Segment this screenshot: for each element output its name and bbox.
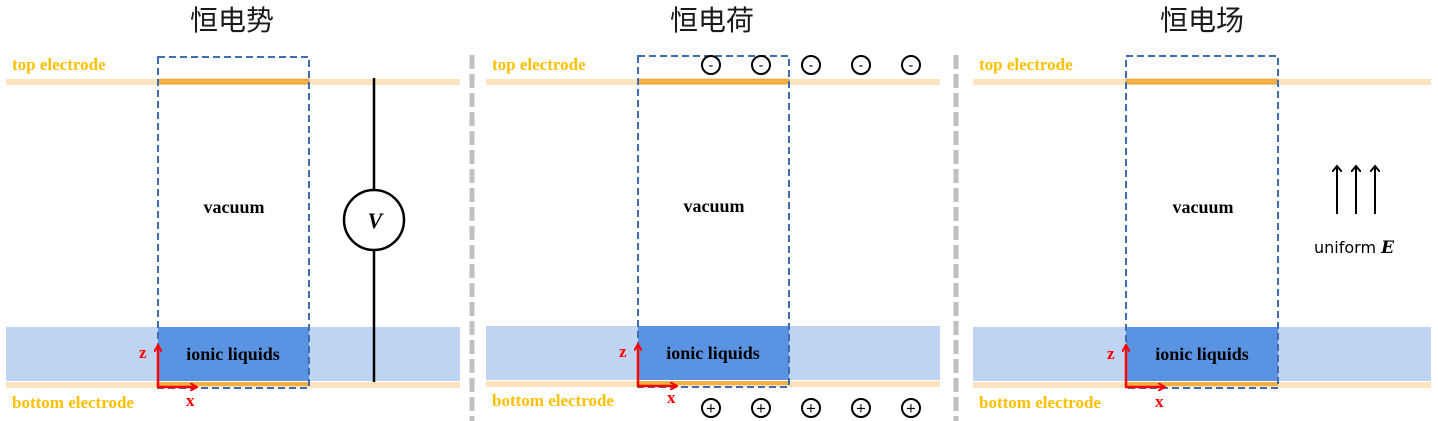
top-electrode-label: top electrode [492,55,586,74]
x-axis-label: x [1155,392,1164,411]
simulation-box [637,55,790,388]
negative-charge-icon: - [751,55,771,75]
positive-charge-icon-sign: + [906,402,917,417]
positive-charge-icon-circle [851,398,871,418]
uniform-field-label: uniform E [1314,238,1395,258]
bottom-electrode-label: bottom electrode [492,391,614,410]
ionic-liquids-label: ionic liquids [666,343,760,363]
panel-title: 恒电荷 [670,4,754,37]
z-axis-label: z [1107,344,1115,363]
positive-charge-icon: + [751,398,771,418]
bottom-electrode-strip [638,381,789,385]
voltmeter-label: V [368,208,385,233]
z-axis-label: z [619,342,627,361]
negative-charge-icon-sign: - [859,59,864,74]
vacuum-label: vacuum [203,197,264,217]
negative-charges: ----- [701,55,921,75]
positive-charge-icon: + [851,398,871,418]
x-axis-label: x [667,388,676,407]
positive-charge-icon-sign: + [706,402,717,417]
negative-charge-icon-circle [851,55,871,75]
positive-charge-icon-circle [901,398,921,418]
positive-charges: + + + + + [701,398,921,418]
simulation-box [157,56,310,389]
negative-charge-icon-circle [901,55,921,75]
negative-charge-icon-circle [801,55,821,75]
bottom-electrode-label: bottom electrode [979,393,1101,412]
negative-charge-icon-sign: - [909,59,914,74]
bottom-electrode-label: bottom electrode [12,393,134,412]
panel-title: 恒电场 [1160,4,1244,37]
positive-charge-icon-circle [701,398,721,418]
positive-charge-icon-sign: + [856,402,867,417]
bottom-electrode-strip [158,382,309,386]
negative-charge-icon: - [801,55,821,75]
uniform-text: uniform [1314,238,1376,257]
positive-charge-icon-sign: + [756,402,767,417]
ionic-liquids-box [1126,327,1278,381]
positive-charge-icon: + [701,398,721,418]
top-electrode-strip [1125,78,1279,85]
panel-constant-field: 恒电场 top electrode bottom electrode vacuu… [973,4,1431,412]
x-axis-label: x [186,391,195,410]
top-electrode-label: top electrode [12,55,106,74]
z-axis-label: z [139,343,147,362]
negative-charge-icon-sign: - [809,59,814,74]
positive-charge-icon: + [901,398,921,418]
negative-charge-icon: - [851,55,871,75]
negative-charge-icon: - [901,55,921,75]
negative-charge-icon-circle [701,55,721,75]
voltmeter-icon [342,188,406,252]
field-arrows [1337,167,1375,214]
panel-constant-charge: 恒电荷 top electrode bottom electrode vacuu… [486,4,940,418]
positive-charge-icon-circle [751,398,771,418]
negative-charge-icon-sign: - [759,59,764,74]
negative-charge-icon-circle [751,55,771,75]
positive-charge-icon: + [801,398,821,418]
ionic-liquids-box [638,326,789,380]
bottom-electrode-strip [1126,382,1278,386]
positive-charge-icon-sign: + [806,402,817,417]
ionic-liquids-box [158,327,309,381]
top-electrode-label: top electrode [979,55,1073,74]
negative-charge-icon-sign: - [709,59,714,74]
field-symbol: E [1380,238,1395,258]
panel-constant-potential: 恒电势 top electrode bottom electrode vacuu… [6,4,460,412]
positive-charge-icon-circle [801,398,821,418]
negative-charge-icon: - [701,55,721,75]
vacuum-label: vacuum [683,196,744,216]
panel-title: 恒电势 [190,4,274,37]
ionic-liquids-label: ionic liquids [1155,344,1249,364]
top-electrode-strip [637,78,790,85]
vacuum-label: vacuum [1172,197,1233,217]
top-electrode-strip [157,78,310,85]
ionic-liquids-label: ionic liquids [186,344,280,364]
